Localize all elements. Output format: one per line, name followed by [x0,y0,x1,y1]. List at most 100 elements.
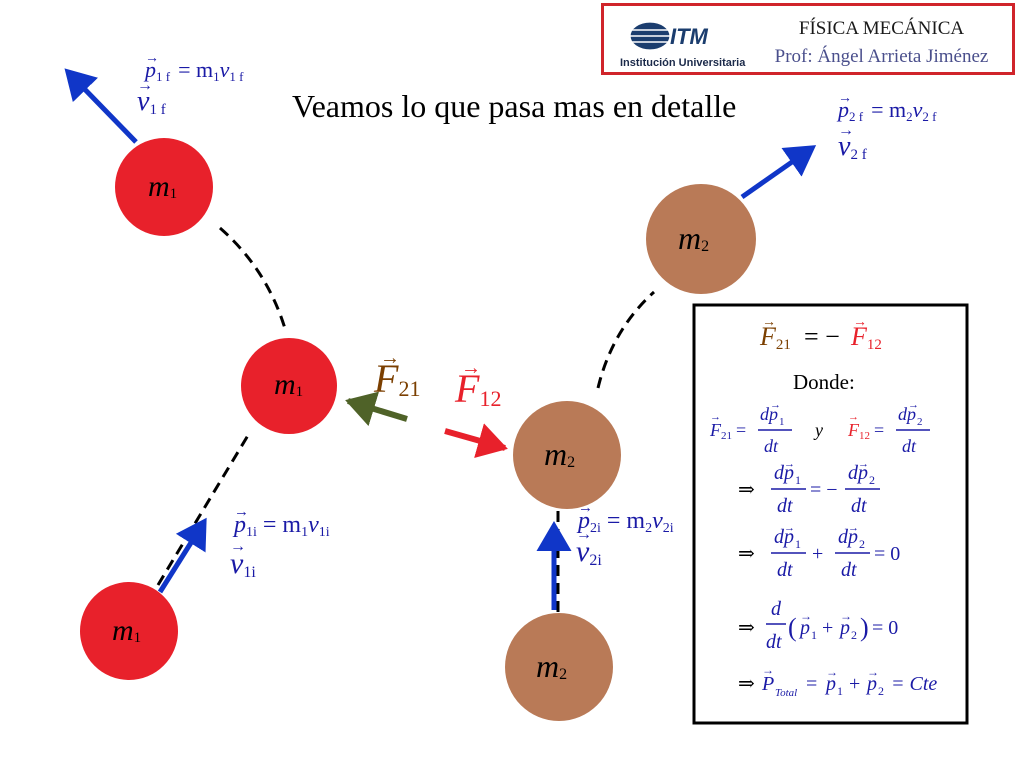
arrow-v1i [157,517,207,594]
svg-text:p2i= m2v2i: p2i= m2v2i [576,508,674,536]
eq-step-2: ⇒ dp 1 dt + dp 2 dt = 0 [738,526,900,581]
svg-text:1: 1 [779,416,785,428]
svg-text:p: p [824,673,836,695]
mass-m1-final: m1 [115,138,213,236]
logo-globe-icon [629,21,671,51]
arrow-v2f [740,145,817,200]
svg-text:→: → [762,315,776,330]
svg-text:dt: dt [766,631,782,653]
svg-text:= −: = − [810,479,838,501]
svg-text:dt: dt [841,559,857,581]
svg-text:m1: m1 [148,170,177,203]
svg-text:→: → [848,522,859,534]
svg-text:P: P [761,673,774,695]
itm-logo: ITM Institución Universitaria [620,21,746,69]
svg-text:F21: F21 [373,356,420,401]
svg-text:= Cte: = Cte [891,673,937,695]
svg-text:1: 1 [795,473,801,487]
svg-text:2: 2 [878,684,884,698]
svg-text:→: → [380,347,400,369]
eq-step-1: ⇒ dp 1 dt = − dp 2 dt [738,462,880,517]
svg-text:→: → [784,458,795,470]
svg-text:→: → [853,315,867,330]
svg-text:→: → [858,458,869,470]
svg-text:+: + [822,617,833,639]
svg-text:Total: Total [775,687,797,699]
svg-text:): ) [860,613,869,642]
svg-text:dp: dp [760,404,778,424]
svg-text:→: → [234,504,249,520]
eq-third-law: F21 = − F12 → → [759,315,882,353]
svg-text:→: → [840,609,852,623]
svg-text:dp: dp [898,404,916,424]
svg-text:→: → [710,411,721,423]
svg-text:1: 1 [811,628,817,642]
svg-text:F12: F12 [850,322,882,353]
svg-text:→: → [145,51,159,66]
svg-text:→: → [784,522,795,534]
trajectory-m1-out [219,226,288,333]
arrow-force-f21 [345,391,408,427]
svg-text:2: 2 [917,416,923,428]
label-v2i: v2i → [576,526,602,569]
svg-text:F21=: F21= [709,420,746,442]
svg-text:→: → [461,357,481,379]
svg-text:⇒: ⇒ [738,617,755,639]
label-force-f12: F12 → [454,357,501,411]
svg-text:p2 f= m2v2 f: p2 f= m2v2 f [836,97,937,124]
svg-text:dt: dt [777,495,793,517]
svg-text:v1 f: v1 f [137,86,166,118]
svg-text:=: = [806,673,817,695]
trajectory-m1-in [156,431,252,586]
svg-text:= −: = − [804,322,840,351]
svg-text:→: → [576,526,592,543]
equations-panel: F21 = − F12 → → Donde: F21= → dp 1 dt y … [692,303,969,725]
svg-text:dp: dp [774,526,794,548]
eq-step-3: ⇒ d dt ( p 1 → + p 2 → ) = 0 [738,598,898,653]
svg-text:⇒: ⇒ [738,543,755,565]
arrow-force-f12 [444,423,508,458]
svg-text:2: 2 [851,628,857,642]
label-p2i: p2i= m2v2i → [576,500,674,536]
arrow-v1f [64,68,138,144]
svg-text:(: ( [788,613,797,642]
eq-force-definitions: F21= → dp 1 dt y F12= → dp 2 dt [709,404,930,456]
label-force-f21: F21 → [373,347,420,401]
svg-text:dt: dt [902,436,917,456]
svg-text:m2: m2 [544,436,575,472]
svg-text:⇒: ⇒ [738,673,755,695]
svg-text:→: → [826,665,838,679]
svg-text:→: → [137,77,153,94]
svg-text:p: p [798,617,810,639]
label-v1f: v1 f → [137,77,166,118]
svg-text:→: → [867,665,879,679]
svg-text:m2: m2 [536,648,567,684]
svg-text:dt: dt [764,436,779,456]
label-v1i: v1i → [230,538,256,581]
svg-text:→: → [848,411,859,423]
svg-text:p: p [838,617,850,639]
dp-vector-marks: → → → → → → [770,399,919,534]
mass-m2-initial: m2 [505,613,613,721]
svg-text:= 0: = 0 [874,543,900,565]
svg-text:→: → [578,500,593,516]
svg-text:v2i: v2i [576,535,602,569]
svg-text:v1i: v1i [230,547,256,581]
svg-text:→: → [908,399,919,411]
course-title: FÍSICA MECÁNICA [798,18,965,39]
svg-text:F21: F21 [759,322,791,353]
professor-name: Prof: Ángel Arrieta Jiménez [774,46,989,67]
svg-text:m1: m1 [274,368,303,401]
svg-text:F12=: F12= [847,420,884,442]
svg-text:→: → [770,399,781,411]
eq-total-momentum: ⇒ P Total → = p 1 → + p 2 → = Cte [738,663,937,699]
label-p1i: p1i= m1v1i → [232,504,330,540]
mass-m1-initial: m1 [80,582,178,680]
svg-text:→: → [230,538,246,555]
svg-text:y: y [813,420,823,440]
svg-text:⇒: ⇒ [738,479,755,501]
logo-subtitle: Institución Universitaria [620,57,746,69]
svg-text:v2 f: v2 f [838,131,867,163]
label-v2f: v2 f → [838,122,867,163]
